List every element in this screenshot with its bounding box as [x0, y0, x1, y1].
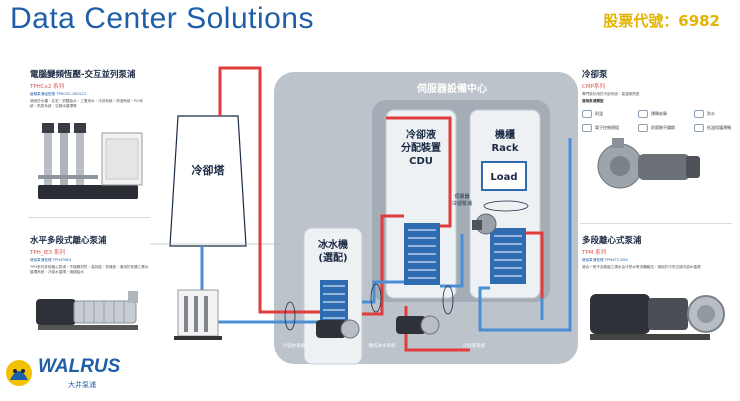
- loop-label-coolant: 冷卻液系統: [463, 342, 486, 349]
- product-panel-cmp[interactable]: 冷卻泵 CMP系列 專門設計用於冷卻系統・高溫耐熱型 適用泵浦類型 耐溫 運轉安…: [582, 68, 732, 200]
- left-divider: [28, 217, 150, 218]
- product-title: 水平多段式離心泵浦: [30, 236, 107, 246]
- thermometer-icon: [582, 110, 592, 118]
- cdu-label-line1: 冷卻液: [406, 128, 436, 141]
- product-description: 適用於大樓・住宅・別墅給水・工業用水・冷卻系統・噴灌系統・RO系統・熱泵系統・空…: [30, 99, 144, 108]
- cooling-tower: [169, 115, 247, 247]
- product-model: 變頻泵浦組型號 TPHCX2-16CVC2: [30, 92, 87, 96]
- product-series: CMP系列: [582, 84, 605, 90]
- server-room-label: 伺服器設備中心: [416, 82, 487, 95]
- product-panel-tph[interactable]: 水平多段式離心泵浦 TPH_IE3 系列 適用泵浦型號 TPH4T6K4 TPH…: [30, 234, 150, 345]
- server-pump-label-line2: 冷卻泵浦: [452, 200, 472, 207]
- waterproof-icon: [694, 110, 704, 118]
- product-series: TPM 系列: [582, 250, 607, 256]
- cooling-tower-label: 冷卻塔: [192, 163, 226, 177]
- product-series: TPH_IE3 系列: [30, 250, 65, 256]
- feature-item: 低溫保護運轉: [694, 124, 740, 132]
- logo-wordmark: WALRUS: [38, 356, 121, 377]
- stock-code: 股票代號：6982: [603, 12, 720, 30]
- feature-grid: 耐溫 運轉安靜 防水 電子控制模組 耐腐蝕不鏽鋼 低溫保護運轉: [582, 110, 732, 132]
- walrus-mascot-icon: [6, 360, 32, 386]
- load-box: [481, 161, 527, 191]
- feature-item: 耐溫: [582, 110, 634, 118]
- right-divider: [580, 223, 732, 224]
- control-module-icon: [582, 124, 592, 132]
- page-title: Data Center Solutions: [10, 2, 314, 35]
- product-model: 適用泵浦型號 TPH4T6K4: [30, 258, 72, 262]
- chiller-label-line1: 冰水機: [318, 238, 348, 251]
- cdu-label-line2: 分配裝置: [401, 141, 441, 154]
- feature-section-label: 適用泵浦類型: [582, 99, 604, 103]
- feature-item: 電子控制模組: [582, 124, 634, 132]
- product-title: 冷卻泵: [582, 70, 608, 80]
- product-description: TPH系列多段離心泵浦・不鏽鋼材質・高效能・低噪音・適用於各類工業水循環系統・冷…: [30, 265, 149, 274]
- protection-icon: [694, 124, 704, 132]
- silent-icon: [638, 110, 648, 118]
- product-series: TPHCx2 系列: [30, 84, 65, 90]
- product-model: 適用泵浦型號 TPM4T2.2M4: [582, 258, 628, 262]
- booster-pump-set-image: [38, 123, 143, 199]
- feature-item: 運轉安靜: [638, 110, 690, 118]
- product-title: 電腦變頻恆壓-交互並列泵浦: [30, 70, 136, 80]
- load-label: Load: [490, 172, 517, 183]
- server-pump-label-line1: 伺服器: [454, 193, 469, 200]
- product-description: 專門設計用於冷卻系統・高溫耐熱型: [582, 92, 640, 96]
- chiller-pump-icon: [316, 319, 360, 339]
- hot-water-pipes: [218, 66, 544, 352]
- feature-item: 耐腐蝕不鏽鋼: [638, 124, 690, 132]
- loop-label-chilled-water: 機房冰水系統: [369, 342, 396, 349]
- rack-label-line2: Rack: [491, 143, 518, 154]
- product-description: 適合一般不含腐蝕之清水及冷熱水等流體輸送・適用於中央空調冷卻水循環: [582, 265, 701, 269]
- walrus-logo[interactable]: WALRUS 大井泵浦: [4, 356, 134, 396]
- logo-subtitle: 大井泵浦: [68, 381, 96, 389]
- server-pump-icon: [472, 213, 497, 235]
- product-panel-tphcx2[interactable]: 電腦變頻恆壓-交互並列泵浦 TPHCx2 系列 變頻泵浦組型號 TPHCX2-1…: [30, 68, 150, 212]
- stainless-icon: [638, 124, 648, 132]
- cooling-system-diagram: 伺服器設備中心 冷卻液 分配裝置 CDU 機櫃 Rack Load 伺服器 冷卻…: [150, 66, 578, 365]
- rack-cold-plate: [490, 228, 526, 284]
- cooling-pump-image: [597, 138, 700, 189]
- rack-label-line1: 機櫃: [495, 128, 515, 141]
- cdu-label-line3: CDU: [409, 156, 433, 167]
- booster-set-icon: [174, 289, 222, 340]
- chiller-label-line2: (選配): [318, 251, 347, 264]
- coolant-pump-icon: [396, 315, 440, 335]
- multistage-pump-image: [590, 294, 725, 340]
- horizontal-pump-image: [36, 291, 138, 330]
- loop-label-cooling-water: 冷卻水系統: [283, 342, 306, 349]
- feature-item: 防水: [694, 110, 740, 118]
- product-panel-tpm[interactable]: 多段離心式泵浦 TPM 系列 適用泵浦型號 TPM4T2.2M4 適合一般不含腐…: [582, 234, 732, 360]
- product-title: 多段離心式泵浦: [582, 236, 642, 246]
